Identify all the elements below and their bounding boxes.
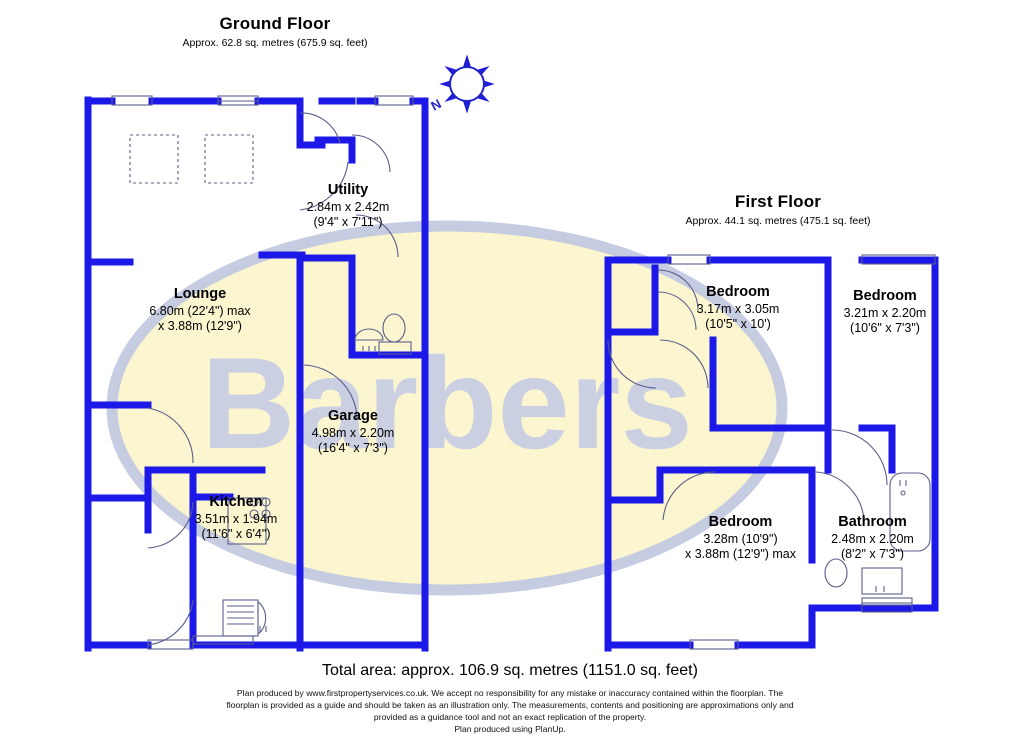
wc-toilet-icon xyxy=(382,313,406,343)
room-label-lounge: Lounge 6.80m (22'4") max x 3.88m (12'9") xyxy=(105,286,295,334)
room-name-bedroom2: Bedroom xyxy=(853,288,917,304)
room-dim-bedroom2-line1: 3.21m x 2.20m xyxy=(843,305,927,320)
compass-north-label: N xyxy=(428,96,443,114)
bath-plug-icon xyxy=(900,490,906,496)
watermark-label: Barbers xyxy=(201,330,692,476)
room-dim-kitchen-line1: 3.51m x 1.94m xyxy=(194,511,278,526)
compass-circle-icon xyxy=(449,66,485,102)
door-ff-bed1 xyxy=(659,339,709,389)
ceiling-feature-1 xyxy=(129,134,179,184)
door-gf-hall-2 xyxy=(147,407,194,464)
room-dim-garage-line1: 4.98m x 2.20m xyxy=(311,425,395,440)
disclaimer-line-3: provided as a guidance tool and not an e… xyxy=(373,711,647,722)
wc-cistern-icon xyxy=(378,341,412,355)
window-ff-4 xyxy=(861,602,913,613)
door-gf-topright xyxy=(351,134,391,173)
room-dim-garage-line2: (16'4" x 7'3") xyxy=(318,440,388,455)
window-gf-3 xyxy=(374,95,414,106)
room-dim-bedroom1-line2: (10'5" x 10') xyxy=(705,316,771,331)
wc-basin-icon xyxy=(354,328,384,341)
window-gf-1 xyxy=(111,95,153,106)
window-gf-2 xyxy=(217,95,259,106)
compass-rose: N xyxy=(428,54,495,114)
first-floor-heading: First Floor Approx. 44.1 sq. metres (475… xyxy=(633,192,923,227)
disclaimer-block: Plan produced by www.firstpropertyservic… xyxy=(140,688,880,735)
room-label-bedroom3: Bedroom 3.28m (10'9") x 3.88m (12'9") ma… xyxy=(658,514,823,562)
kitchen-counter-icon xyxy=(192,635,254,645)
room-dim-bathroom-line2: (8'2" x 7'3") xyxy=(841,546,904,561)
kitchen-drainer-icon xyxy=(227,605,254,625)
room-dim-lounge-line2: x 3.88m (12'9") xyxy=(158,318,242,333)
wc-basin-taps-icon xyxy=(362,346,376,351)
room-label-kitchen: Kitchen 3.51m x 1.94m (11'6" x 6'4") xyxy=(166,494,306,542)
door-gf-hall-1 xyxy=(299,112,341,144)
room-dim-bedroom3-line1: 3.28m (10'9") xyxy=(703,531,778,546)
window-ff-1 xyxy=(667,254,711,265)
room-name-garage: Garage xyxy=(328,408,378,424)
room-name-kitchen: Kitchen xyxy=(209,494,263,510)
room-dim-bedroom2-line2: (10'6" x 7'3") xyxy=(850,320,920,335)
bathroom-toilet-icon xyxy=(824,558,848,588)
kitchen-taps-icon xyxy=(259,626,267,632)
window-ff-3 xyxy=(689,639,739,650)
window-ff-2 xyxy=(861,254,936,265)
room-dim-bedroom3-line2: x 3.88m (12'9") max xyxy=(684,546,797,561)
room-label-bedroom1: Bedroom 3.17m x 3.05m (10'5" x 10') xyxy=(663,284,813,332)
door-ff-bath xyxy=(815,471,865,521)
room-label-garage: Garage 4.98m x 2.20m (16'4" x 7'3") xyxy=(283,408,423,456)
door-ff-bed2 xyxy=(831,429,888,486)
room-name-utility: Utility xyxy=(327,182,369,198)
bathroom-basin-icon xyxy=(861,567,903,595)
total-area-label: Total area: approx. 106.9 sq. metres (11… xyxy=(322,662,698,679)
door-ff-landing xyxy=(607,339,657,389)
door-ff-bed3 xyxy=(662,471,716,521)
first-floor-title: First Floor xyxy=(734,192,822,211)
room-dim-bedroom1-line1: 3.17m x 3.05m xyxy=(696,301,780,316)
room-name-bedroom3: Bedroom xyxy=(708,514,773,530)
disclaimer-line-4: Plan produced using PlanUp. xyxy=(454,723,566,734)
room-name-bedroom1: Bedroom xyxy=(706,284,770,300)
room-dim-utility-line1: 2.84m x 2.42m xyxy=(306,199,390,214)
window-gf-4 xyxy=(147,639,194,650)
ceiling-feature-2 xyxy=(204,134,254,184)
disclaimer-line-1: Plan produced by www.firstpropertyservic… xyxy=(236,688,784,698)
first-floor-subtitle: Approx. 44.1 sq. metres (475.1 sq. feet) xyxy=(685,215,871,227)
door-gf-entrance xyxy=(147,599,194,646)
kitchen-sink-icon xyxy=(257,600,267,636)
ground-floor-title: Ground Floor xyxy=(219,14,331,33)
compass-star-icon xyxy=(439,54,495,114)
room-label-bathroom: Bathroom 2.48m x 2.20m (8'2" x 7'3") xyxy=(805,514,940,562)
room-name-lounge: Lounge xyxy=(173,286,227,302)
room-dim-utility-line2: (9'4" x 7'11") xyxy=(313,214,383,229)
ground-floor-heading: Ground Floor Approx. 62.8 sq. metres (67… xyxy=(130,14,420,49)
room-name-bathroom: Bathroom xyxy=(838,514,907,530)
room-label-bedroom2: Bedroom 3.21m x 2.20m (10'6" x 7'3") xyxy=(815,288,955,336)
room-label-utility: Utility 2.84m x 2.42m (9'4" x 7'11") xyxy=(278,182,418,230)
disclaimer-line-2: floorplan is provided as a guide and sho… xyxy=(226,699,794,710)
room-dim-kitchen-line2: (11'6" x 6'4") xyxy=(201,526,271,541)
room-dim-lounge-line1: 6.80m (22'4") max xyxy=(149,303,251,318)
bath-taps-icon xyxy=(899,480,907,486)
kitchen-unit-icon xyxy=(222,599,259,637)
ground-floor-subtitle: Approx. 62.8 sq. metres (675.9 sq. feet) xyxy=(182,37,368,49)
bathroom-basin-taps-icon xyxy=(875,586,885,592)
bathroom-counter-icon xyxy=(861,597,913,606)
room-dim-bathroom-line1: 2.48m x 2.20m xyxy=(831,531,914,546)
